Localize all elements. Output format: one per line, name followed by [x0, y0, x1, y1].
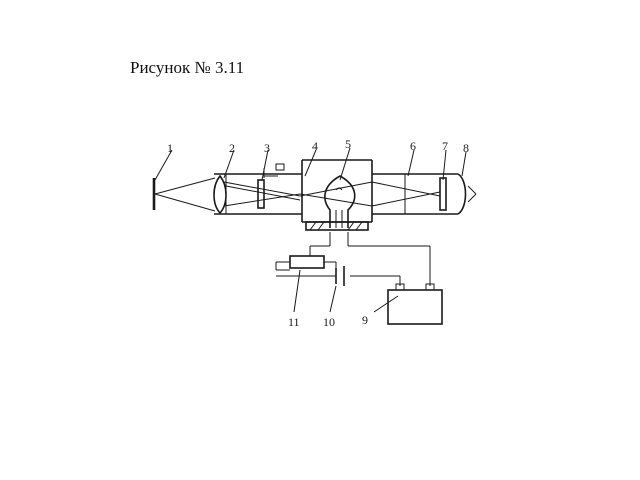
eyepiece-8 [457, 173, 477, 215]
label-3: 3 [264, 141, 270, 155]
lamp-5 [324, 175, 356, 228]
label-2: 2 [229, 141, 235, 155]
label-6: 6 [410, 139, 416, 153]
lamp-socket [305, 221, 369, 231]
battery-9 [387, 283, 443, 325]
diaphragm-3 [257, 163, 285, 209]
switch-10 [335, 266, 345, 286]
label-9: 9 [362, 313, 368, 327]
wiring [275, 232, 431, 286]
objective-lens-2 [213, 174, 227, 215]
figure-caption: Рисунок № 3.11 [130, 58, 245, 77]
label-4: 4 [312, 139, 318, 153]
light-cone-left [154, 177, 216, 212]
label-11: 11 [288, 315, 300, 329]
label-8: 8 [463, 141, 469, 155]
label-7: 7 [442, 139, 448, 153]
lens-7 [439, 177, 447, 211]
label-1: 1 [167, 141, 173, 155]
label-5: 5 [345, 137, 351, 151]
leader-lines [154, 147, 467, 313]
resistor-11 [289, 255, 325, 269]
label-10: 10 [323, 315, 335, 329]
ray-paths [223, 181, 441, 207]
